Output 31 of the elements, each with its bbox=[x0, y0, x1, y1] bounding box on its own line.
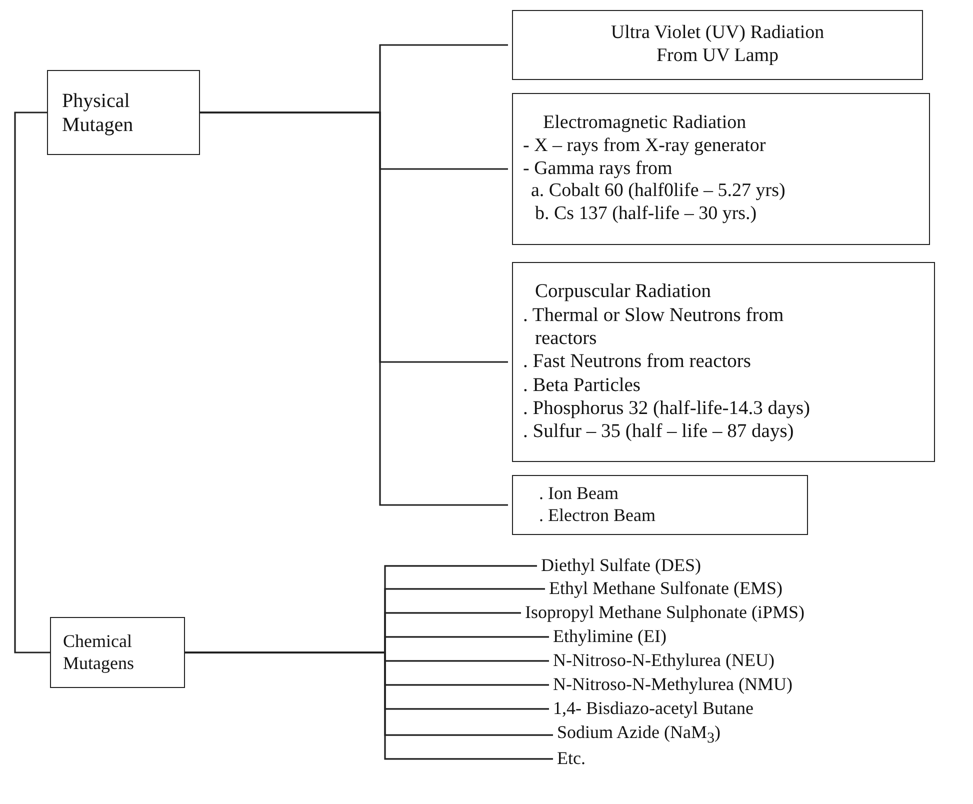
category-box bbox=[512, 10, 923, 80]
box-text: Chemical Mutagens bbox=[63, 630, 135, 674]
category-box bbox=[512, 262, 935, 462]
box-text: b. Cs 137 (half-life – 30 yrs.) bbox=[535, 203, 757, 226]
mutagen-name: Ethyl Methane Sulfonate (EMS) bbox=[549, 579, 782, 599]
mutagen-name: N-Nitroso-N-Ethylurea (NEU) bbox=[553, 651, 774, 671]
connector-line bbox=[200, 112, 508, 506]
mutagen-name: Ethylimine (EI) bbox=[553, 627, 666, 647]
category-box bbox=[50, 617, 185, 688]
mutagen-name: N-Nitroso-N-Methylurea (NMU) bbox=[553, 675, 792, 695]
box-text: a. Cobalt 60 (half0life – 5.27 yrs) bbox=[531, 180, 786, 204]
connector-line bbox=[14, 112, 50, 654]
box-text: . Thermal or Slow Neutrons from reactors bbox=[523, 304, 785, 350]
box-text: Physical Mutagen bbox=[62, 88, 134, 136]
mutagen-name: Isopropyl Methane Sulphonate (iPMS) bbox=[525, 603, 804, 623]
box-text: . Electron Beam bbox=[539, 505, 656, 527]
box-text: - X – rays from X-ray generator bbox=[523, 134, 766, 158]
mutagen-name: 1,4- Bisdiazo-acetyl Butane bbox=[553, 699, 754, 719]
box-text: Electromagnetic Radiation bbox=[543, 112, 746, 135]
category-box bbox=[47, 70, 200, 155]
box-text: . Beta Particles bbox=[523, 374, 642, 398]
box-text: Ultra Violet (UV) Radiation From UV Lamp bbox=[610, 22, 826, 68]
box-text: Corpuscular Radiation bbox=[535, 280, 712, 304]
box-text: . Fast Neutrons from reactors bbox=[523, 350, 752, 374]
category-box bbox=[512, 93, 930, 245]
box-text: . Sulfur – 35 (half – life – 87 days) bbox=[523, 420, 795, 444]
box-text: - Gamma rays from bbox=[523, 158, 672, 180]
box-text: . Ion Beam bbox=[539, 483, 618, 505]
mutagen-name: Diethyl Sulfate (DES) bbox=[541, 556, 701, 576]
category-box bbox=[512, 475, 808, 535]
box-text: . Phosphorus 32 (half-life-14.3 days) bbox=[523, 397, 812, 420]
